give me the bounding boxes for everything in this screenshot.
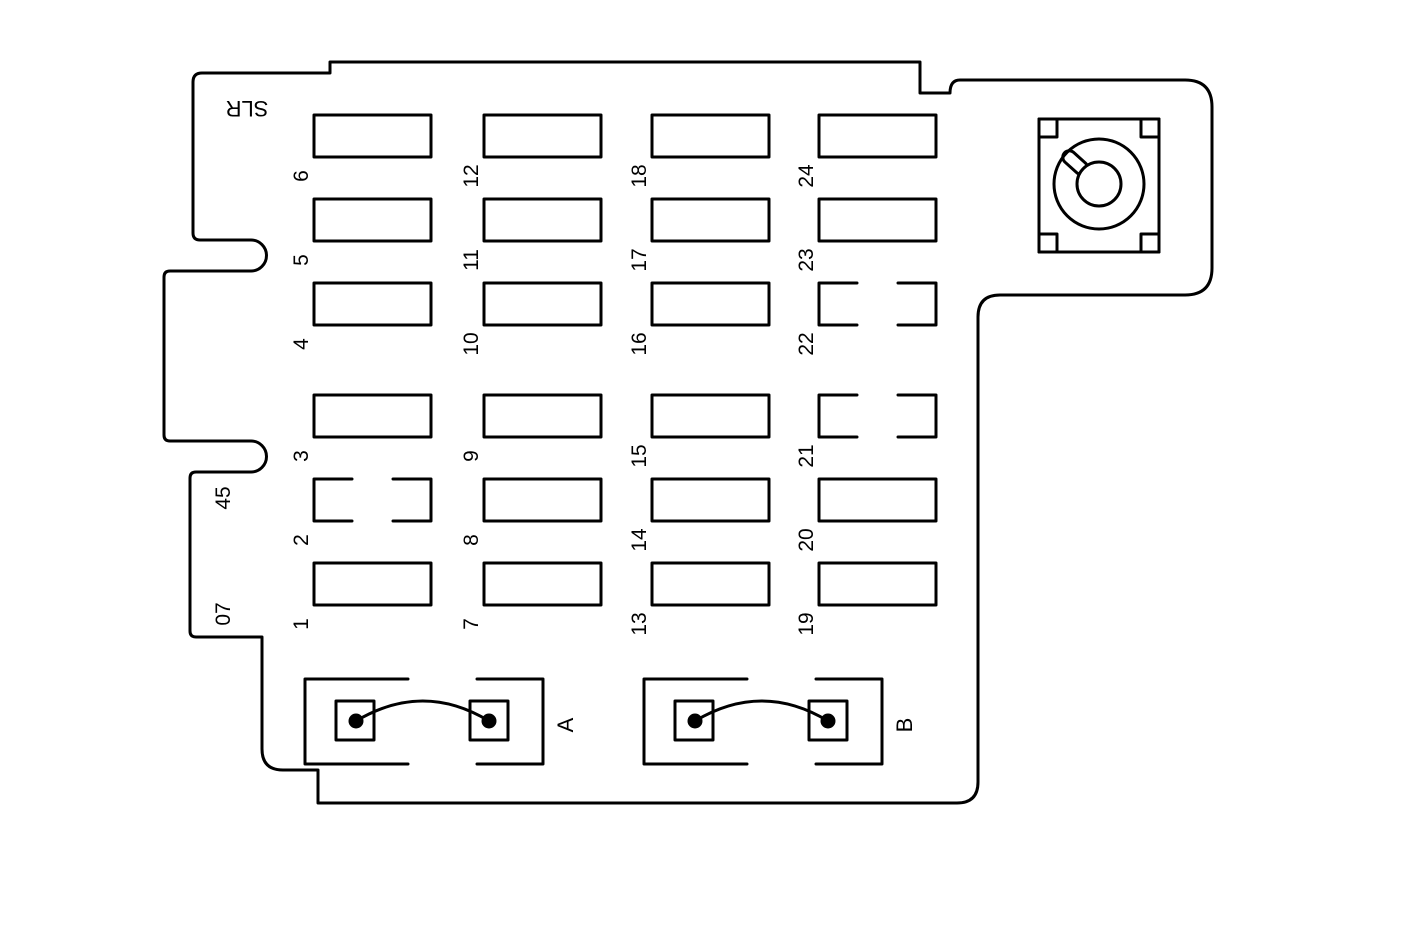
fuse-number-9: 9	[460, 450, 483, 462]
fuse-slot-21: 21	[795, 393, 938, 468]
fuse-17	[650, 197, 771, 243]
fuse-4	[312, 281, 433, 327]
fuse-slot-4: 4	[290, 281, 433, 350]
fuse-5	[312, 197, 433, 243]
fuse-slot-23: 23	[795, 197, 938, 272]
fuse-slot-17: 17	[628, 197, 771, 272]
fuse-number-1: 1	[290, 618, 313, 630]
fuse-slot-2: 2	[290, 477, 433, 546]
fuse-slot-7: 7	[460, 561, 603, 630]
fuse-19	[817, 561, 938, 607]
fuse-15	[650, 393, 771, 439]
fuse-number-23: 23	[795, 248, 818, 271]
breaker-a: A	[303, 677, 578, 766]
fuse-number-21: 21	[795, 444, 818, 467]
fuse-20	[817, 477, 938, 523]
fuse-slot-19: 19	[795, 561, 938, 636]
fuse-slot-10: 10	[460, 281, 603, 356]
fuse-number-4: 4	[290, 338, 313, 350]
empty-fuse-22	[817, 281, 938, 327]
side-code-lower: 07	[212, 602, 235, 625]
empty-fuse-21	[817, 393, 938, 439]
fuse-24	[817, 113, 938, 159]
fuse-18	[650, 113, 771, 159]
fuse-number-20: 20	[795, 528, 818, 551]
fuse-16	[650, 281, 771, 327]
fuse-number-6: 6	[290, 170, 313, 182]
fuse-number-24: 24	[795, 164, 818, 188]
fuse-number-18: 18	[628, 164, 651, 187]
fuse-slot-15: 15	[628, 393, 771, 468]
fuse-slot-9: 9	[460, 393, 603, 462]
fuse-23	[817, 197, 938, 243]
fuse-slot-20: 20	[795, 477, 938, 552]
breaker-label-a: A	[553, 717, 578, 732]
fuse-8	[482, 477, 603, 523]
fuse-7	[482, 561, 603, 607]
fuse-12	[482, 113, 603, 159]
fuse-slot-18: 18	[628, 113, 771, 188]
fuse-number-7: 7	[460, 618, 483, 630]
fuse-number-12: 12	[460, 164, 483, 187]
fuse-slot-6: 6	[290, 113, 433, 182]
fuse-9	[482, 393, 603, 439]
fuse-11	[482, 197, 603, 243]
fuse-3	[312, 393, 433, 439]
panel-code: SLR	[226, 96, 269, 121]
fuse-slot-8: 8	[460, 477, 603, 546]
fuse-block-outline	[162, 60, 1214, 805]
fuse-slot-3: 3	[290, 393, 433, 462]
fuse-number-16: 16	[628, 332, 651, 355]
fuse-number-15: 15	[628, 444, 651, 467]
breaker-terminal	[673, 699, 715, 742]
fuse-number-19: 19	[795, 612, 818, 635]
fuse-slot-5: 5	[290, 197, 433, 266]
fuse-14	[650, 477, 771, 523]
fuse-slot-14: 14	[628, 477, 771, 552]
side-code-upper: 45	[212, 486, 235, 509]
breaker-b: B	[642, 677, 917, 766]
fuse-number-13: 13	[628, 612, 651, 635]
fuse-slot-22: 22	[795, 281, 938, 356]
fuse-number-22: 22	[795, 332, 818, 355]
breaker-label-b: B	[892, 718, 917, 733]
fuse-slot-16: 16	[628, 281, 771, 356]
breaker-link	[693, 699, 830, 723]
fuse-slot-1: 1	[290, 561, 433, 630]
fuse-number-8: 8	[460, 534, 483, 546]
fuse-slot-11: 11	[460, 197, 603, 271]
fuse-slot-13: 13	[628, 561, 771, 636]
fuse-1	[312, 561, 433, 607]
relay-socket	[1037, 117, 1161, 254]
fuse-6	[312, 113, 433, 159]
breaker-terminal	[468, 699, 510, 742]
breaker-terminal	[807, 699, 849, 742]
empty-fuse-2	[312, 477, 433, 523]
fuse-number-10: 10	[460, 332, 483, 355]
fuse-10	[482, 281, 603, 327]
fuse-13	[650, 561, 771, 607]
fuse-number-14: 14	[628, 528, 651, 552]
breaker-link	[354, 699, 491, 723]
fuse-number-3: 3	[290, 450, 313, 462]
fuse-slot-12: 12	[460, 113, 603, 188]
fuse-number-5: 5	[290, 254, 313, 266]
fuse-number-2: 2	[290, 534, 313, 546]
fuse-slot-24: 24	[795, 113, 938, 188]
breaker-terminal	[334, 699, 376, 742]
fuse-number-17: 17	[628, 248, 651, 271]
fuse-number-11: 11	[460, 249, 483, 271]
